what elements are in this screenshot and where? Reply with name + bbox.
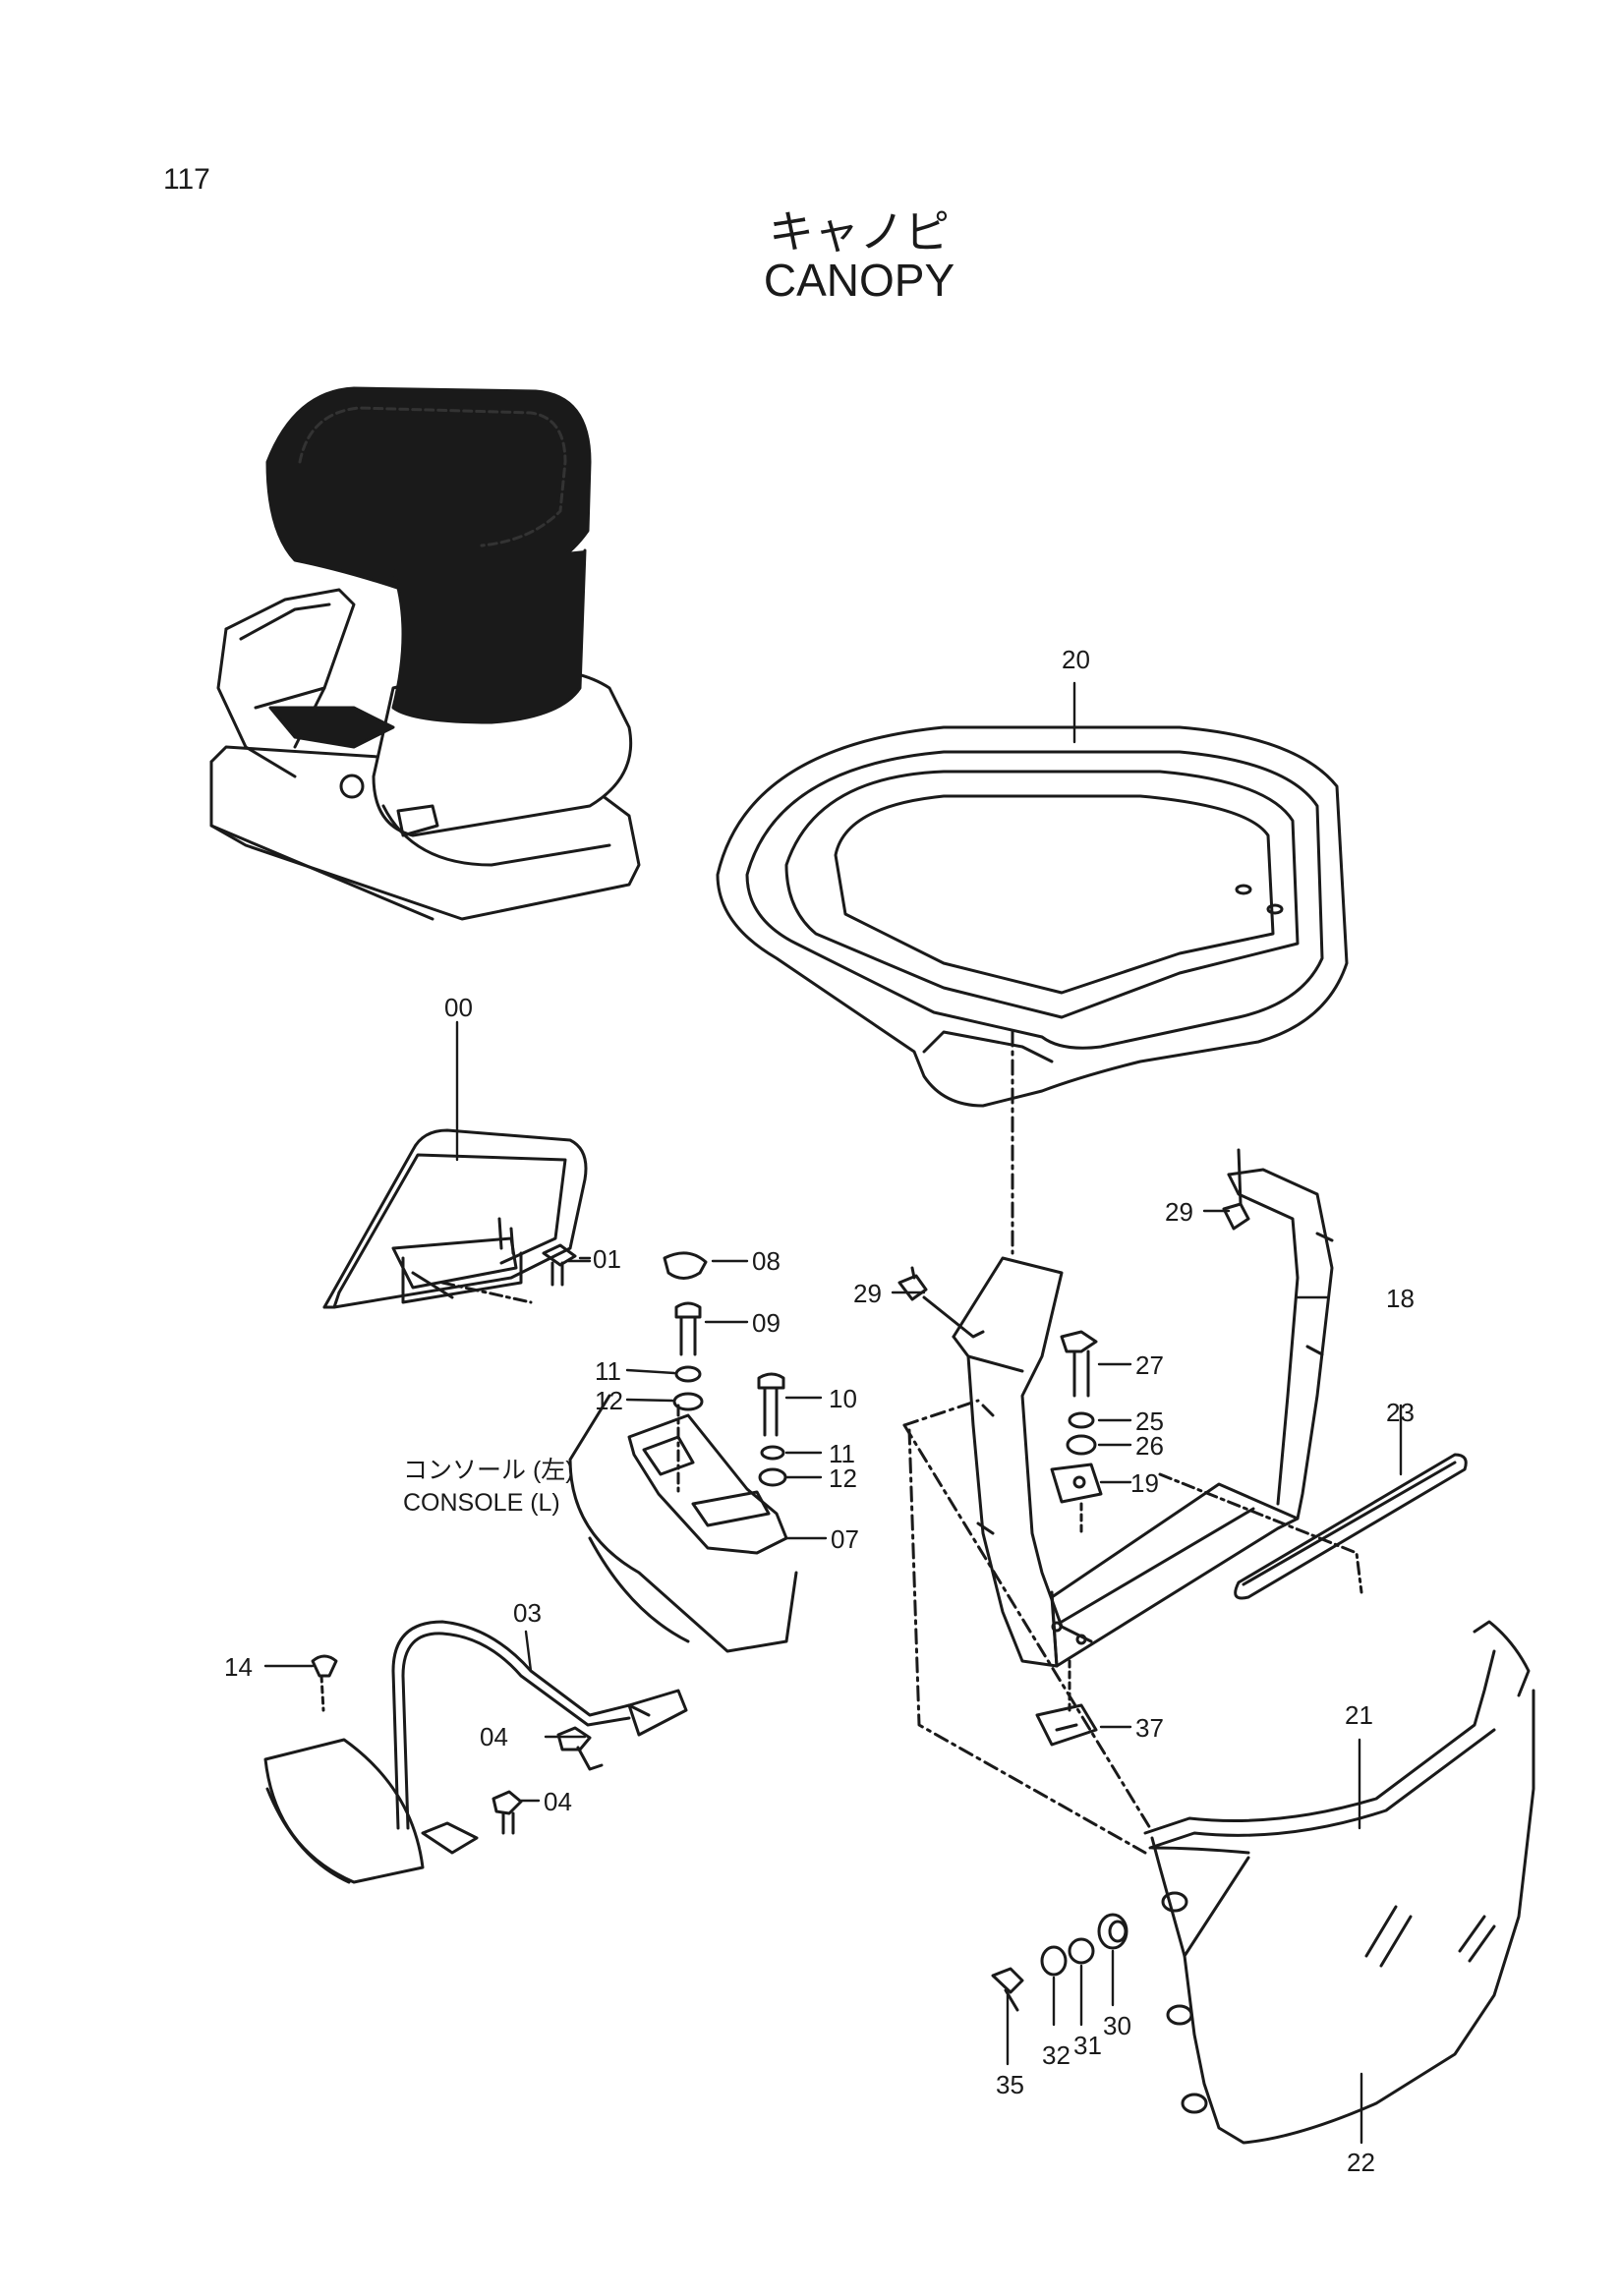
bolts-console (542, 1243, 787, 1487)
part-label: 07 (831, 1524, 859, 1554)
console-label-jp: コンソール (左) (403, 1457, 574, 1484)
part-label: 01 (593, 1244, 621, 1274)
pins-and-bolts (311, 1654, 604, 1835)
part-label: 32 (1042, 2040, 1070, 2070)
part-label: 12 (829, 1464, 857, 1493)
machine-overview (209, 386, 641, 921)
part-label: 25 (1135, 1406, 1164, 1436)
part-label: 31 (1073, 2031, 1102, 2060)
bolts-frame (897, 1148, 1250, 1535)
part-37-mount (1035, 1659, 1098, 1747)
part-label: 30 (1103, 2011, 1131, 2040)
part-20-roof (716, 725, 1349, 1255)
part-label: 27 (1135, 1350, 1164, 1380)
part-label: 29 (853, 1279, 882, 1308)
part-21-22-front-glass (902, 1399, 1535, 2145)
part-label: 11 (595, 1356, 621, 1386)
part-label: 04 (480, 1722, 508, 1751)
part-label: 18 (1386, 1284, 1415, 1313)
part-07-console (568, 1394, 798, 1653)
part-label: 29 (1165, 1197, 1193, 1227)
part-23-seal (1234, 1453, 1468, 1600)
part-label: 08 (752, 1246, 781, 1276)
page-number: 117 (163, 163, 210, 196)
part-label: 22 (1347, 2148, 1375, 2177)
part-label: 26 (1135, 1431, 1164, 1461)
title-english: CANOPY (763, 255, 955, 306)
glass-hardware (991, 1913, 1128, 2012)
part-label: 12 (595, 1386, 623, 1415)
part-label: 19 (1130, 1468, 1159, 1498)
part-18-frame (952, 1168, 1363, 1668)
leader-lines (263, 681, 1403, 2145)
part-label: 03 (513, 1598, 542, 1628)
part-label: 20 (1062, 645, 1090, 674)
part-label: 21 (1345, 1700, 1373, 1730)
part-label: 35 (996, 2070, 1024, 2099)
part-label: 11 (829, 1439, 855, 1468)
part-label: 23 (1386, 1398, 1415, 1427)
part-label: 14 (224, 1652, 253, 1682)
title-japanese: キャノピ (769, 206, 950, 258)
part-label: 10 (829, 1384, 857, 1413)
part-label: 04 (544, 1787, 572, 1816)
part-label: 37 (1135, 1713, 1164, 1743)
console-callout: コンソール (左) CONSOLE (L) (403, 1455, 574, 1519)
part-label: 00 (444, 993, 473, 1022)
console-label-en: CONSOLE (L) (403, 1488, 560, 1517)
part-label: 09 (752, 1308, 781, 1338)
part-03-handrail (263, 1620, 688, 1884)
part-00-guard (322, 1128, 588, 1309)
